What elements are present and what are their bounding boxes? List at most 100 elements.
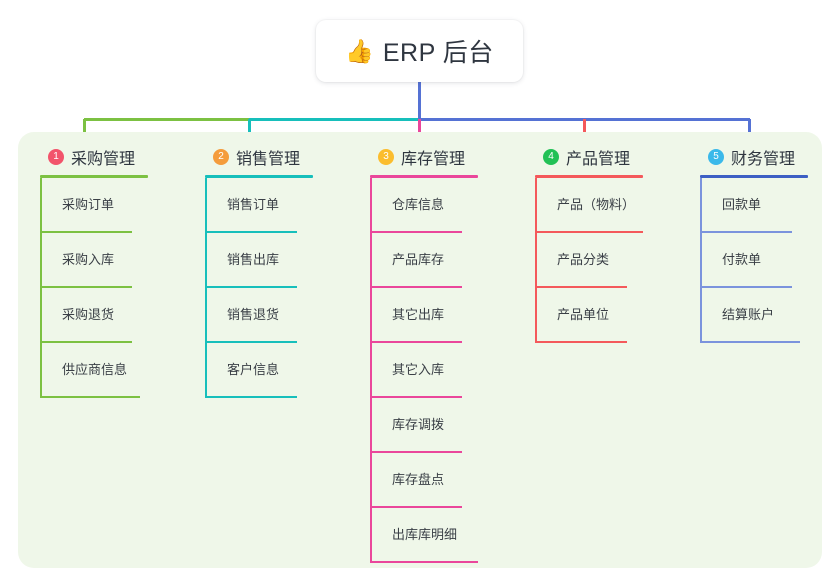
branch-items-5: 回款单 付款单 结算账户 (700, 178, 839, 343)
branch-column-3: 3 库存管理 仓库信息 产品库存 其它出库 其它入库 库存调拨 (370, 145, 520, 563)
branch-items-1: 采购订单 采购入库 采购退货 供应商信息 (40, 178, 190, 398)
branch-header-3[interactable]: 3 库存管理 (370, 145, 520, 169)
item-label: 出库库明细 (392, 527, 458, 542)
list-item[interactable]: 产品分类 (535, 233, 695, 288)
branch-title-1: 采购管理 (71, 151, 136, 168)
item-rule (370, 341, 462, 343)
branch-badge-5: 5 (708, 149, 724, 165)
item-rule (700, 341, 800, 343)
item-label: 其它入库 (392, 362, 445, 377)
branch-items-2: 销售订单 销售出库 销售退货 客户信息 (205, 178, 355, 398)
branch-rule-1 (40, 175, 148, 178)
branch-column-2: 2 销售管理 销售订单 销售出库 销售退货 客户信息 (205, 145, 355, 398)
item-rule (370, 396, 462, 398)
item-label: 采购退货 (62, 307, 115, 322)
list-item[interactable]: 库存调拨 (370, 398, 520, 453)
list-item[interactable]: 采购退货 (40, 288, 190, 343)
item-label: 供应商信息 (62, 362, 128, 377)
item-rule (370, 286, 462, 288)
branch-title-3: 库存管理 (401, 151, 466, 168)
list-item[interactable]: 其它出库 (370, 288, 520, 343)
branch-rule-2 (205, 175, 313, 178)
list-item[interactable]: 回款单 (700, 178, 839, 233)
branch-spine-1 (40, 178, 42, 398)
branch-badge-2: 2 (213, 149, 229, 165)
list-item[interactable]: 销售出库 (205, 233, 355, 288)
list-item[interactable]: 供应商信息 (40, 343, 190, 398)
item-rule (40, 231, 132, 233)
item-rule (370, 506, 462, 508)
branch-rule-5 (700, 175, 808, 178)
item-label: 库存盘点 (392, 472, 445, 487)
diagram-panel (18, 132, 822, 568)
branch-title-5: 财务管理 (731, 151, 796, 168)
branch-spine-3 (370, 178, 372, 563)
item-rule (40, 286, 132, 288)
list-item[interactable]: 产品（物料） (535, 178, 695, 233)
item-rule (370, 451, 462, 453)
list-item[interactable]: 产品单位 (535, 288, 695, 343)
item-label: 结算账户 (722, 307, 775, 322)
item-rule (40, 341, 132, 343)
item-rule (700, 286, 792, 288)
list-item[interactable]: 结算账户 (700, 288, 839, 343)
item-label: 销售退货 (227, 307, 280, 322)
item-rule (535, 286, 627, 288)
branch-spine-5 (700, 178, 702, 343)
branch-items-3: 仓库信息 产品库存 其它出库 其它入库 库存调拨 库存盘点 (370, 178, 520, 563)
item-label: 回款单 (722, 197, 762, 212)
branch-spine-4 (535, 178, 537, 343)
thumbs-up-icon: 👍 (345, 37, 374, 64)
list-item[interactable]: 其它入库 (370, 343, 520, 398)
item-rule (40, 396, 140, 398)
branch-column-1: 1 采购管理 采购订单 采购入库 采购退货 供应商信息 (40, 145, 190, 398)
item-rule (205, 286, 297, 288)
branch-column-5: 5 财务管理 回款单 付款单 结算账户 (700, 145, 839, 343)
item-rule (205, 231, 297, 233)
item-label: 库存调拨 (392, 417, 445, 432)
item-label: 采购入库 (62, 252, 115, 267)
item-label: 采购订单 (62, 197, 115, 212)
item-label: 仓库信息 (392, 197, 445, 212)
item-rule (370, 561, 478, 563)
item-label: 其它出库 (392, 307, 445, 322)
list-item[interactable]: 付款单 (700, 233, 839, 288)
list-item[interactable]: 采购入库 (40, 233, 190, 288)
branch-title-4: 产品管理 (566, 151, 631, 168)
item-rule (535, 231, 643, 233)
branch-items-4: 产品（物料） 产品分类 产品单位 (535, 178, 695, 343)
item-label: 产品分类 (557, 252, 610, 267)
list-item[interactable]: 销售订单 (205, 178, 355, 233)
item-rule (370, 231, 462, 233)
list-item[interactable]: 仓库信息 (370, 178, 520, 233)
branch-header-4[interactable]: 4 产品管理 (535, 145, 695, 169)
item-label: 客户信息 (227, 362, 280, 377)
item-label: 付款单 (722, 252, 762, 267)
item-label: 销售出库 (227, 252, 280, 267)
branch-header-1[interactable]: 1 采购管理 (40, 145, 190, 169)
list-item[interactable]: 产品库存 (370, 233, 520, 288)
branch-badge-3: 3 (378, 149, 394, 165)
branch-rule-4 (535, 175, 643, 178)
item-rule (535, 341, 627, 343)
branch-header-5[interactable]: 5 财务管理 (700, 145, 839, 169)
list-item[interactable]: 库存盘点 (370, 453, 520, 508)
branch-column-4: 4 产品管理 产品（物料） 产品分类 产品单位 (535, 145, 695, 343)
list-item[interactable]: 销售退货 (205, 288, 355, 343)
item-rule (205, 396, 297, 398)
branch-spine-2 (205, 178, 207, 398)
branch-header-2[interactable]: 2 销售管理 (205, 145, 355, 169)
item-rule (205, 341, 297, 343)
root-title: ERP 后台 (382, 39, 494, 67)
item-label: 销售订单 (227, 197, 280, 212)
item-label: 产品单位 (557, 307, 610, 322)
branch-badge-4: 4 (543, 149, 559, 165)
list-item[interactable]: 采购订单 (40, 178, 190, 233)
branch-rule-3 (370, 175, 478, 178)
item-rule (700, 231, 792, 233)
list-item[interactable]: 出库库明细 (370, 508, 520, 563)
root-node[interactable]: 👍 ERP 后台 (316, 20, 523, 82)
list-item[interactable]: 客户信息 (205, 343, 355, 398)
